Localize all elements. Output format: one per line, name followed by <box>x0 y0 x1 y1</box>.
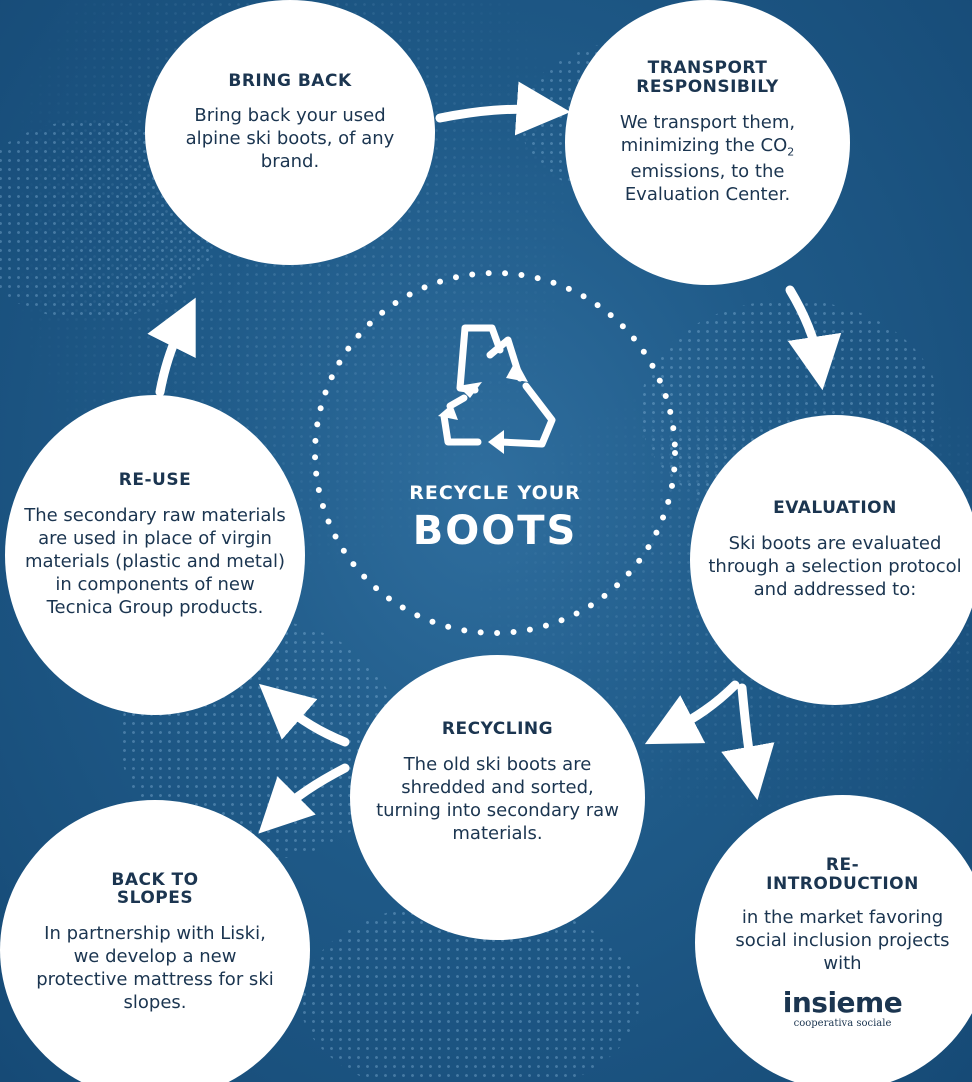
step-bring-back: BRING BACK Bring back your used alpine s… <box>145 0 435 265</box>
step-evaluation: EVALUATION Ski boots are evaluated throu… <box>690 415 972 705</box>
step-description: We transport them, minimizing the CO2 em… <box>598 111 818 206</box>
step-description: The secondary raw materials are used in … <box>24 504 286 618</box>
arrow-recycling-to-reuse <box>258 683 350 747</box>
arrow-reuse-to-bring-back <box>147 297 196 397</box>
co2-subscript: 2 <box>787 145 795 159</box>
step-description-part2: emissions, to the Evaluation Center. <box>624 160 791 205</box>
arrow-recycling-to-slopes <box>258 763 350 834</box>
step-recycling: RECYCLING The old ski boots are shredded… <box>350 655 645 940</box>
step-reintroduction: RE- INTRODUCTION in the market favoring … <box>695 795 972 1082</box>
step-description: In partnership with Liski, we develop a … <box>36 923 274 1014</box>
step-title: RECYCLING <box>441 719 554 740</box>
arrow-evaluation-to-recycling <box>644 680 740 745</box>
step-title: BACK TO SLOPES <box>111 869 199 909</box>
step-title-line1: BACK TO <box>111 869 199 890</box>
step-reuse: RE-USE The secondary raw materials are u… <box>5 395 305 715</box>
insieme-logo-subtitle: cooperativa sociale <box>793 1017 892 1029</box>
step-title-line1: RE- <box>825 855 860 876</box>
step-title-line2: SLOPES <box>116 888 194 909</box>
arrow-evaluation-to-reintroduction <box>721 683 775 801</box>
step-description: Bring back your used alpine ski boots, o… <box>185 105 395 173</box>
step-title-line1: TRANSPORT <box>647 58 768 79</box>
step-title: TRANSPORT RESPONSIBILY <box>636 59 778 96</box>
arrow-bring-back-to-transport <box>435 81 571 136</box>
center-dotted-ring <box>312 270 678 636</box>
step-title: RE-USE <box>118 470 192 491</box>
step-description: The old ski boots are shredded and sorte… <box>376 753 619 844</box>
step-title: EVALUATION <box>773 498 897 519</box>
center-title-line1: RECYCLE YOUR <box>409 482 581 504</box>
step-description: in the market favoring social inclusion … <box>735 906 950 974</box>
step-transport: TRANSPORT RESPONSIBILY We transport them… <box>565 0 850 285</box>
step-title: RE- INTRODUCTION <box>766 856 919 893</box>
step-back-to-slopes: BACK TO SLOPES In partnership with Liski… <box>0 800 310 1082</box>
step-description-part1: We transport them, minimizing the CO <box>619 111 796 156</box>
insieme-logo: insieme <box>782 985 903 1019</box>
arrow-transport-to-evaluation <box>785 285 842 391</box>
step-description: Ski boots are evaluated through a select… <box>708 532 962 600</box>
step-title: BRING BACK <box>228 70 352 91</box>
step-title-line2: INTRODUCTION <box>766 873 919 894</box>
center-title-line2: BOOTS <box>412 508 578 554</box>
recycle-boot-icon <box>438 324 556 454</box>
step-title-line2: RESPONSIBILY <box>636 77 779 98</box>
